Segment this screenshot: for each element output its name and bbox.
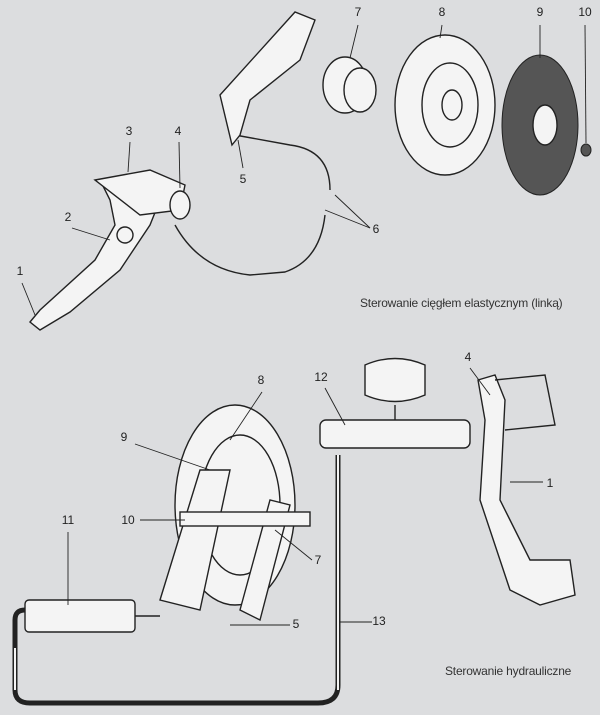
- label-2-top: 2: [64, 210, 72, 224]
- label-5-bottom: 5: [292, 617, 300, 631]
- label-5-top: 5: [239, 172, 247, 186]
- caption-hydraulic-control: Sterowanie hydrauliczne: [445, 664, 572, 678]
- clutch-disc: [501, 54, 579, 196]
- label-8-bottom: 8: [257, 373, 265, 387]
- label-7-top: 7: [354, 5, 362, 19]
- label-4-top: 4: [174, 124, 182, 138]
- label-1-bottom: 1: [546, 476, 554, 490]
- release-bearing: [322, 56, 377, 114]
- label-7-bottom: 7: [314, 553, 322, 567]
- label-3-top: 3: [125, 124, 133, 138]
- release-fork: [219, 11, 316, 147]
- label-11-bottom: 11: [61, 513, 75, 527]
- hydraulic-clutch-assembly: [159, 404, 311, 622]
- label-8-top: 8: [438, 5, 446, 19]
- label-9-bottom: 9: [120, 430, 128, 444]
- label-12-bottom: 12: [314, 370, 328, 384]
- label-1-top: 1: [16, 264, 24, 278]
- caption-cable-control: Sterowanie cięgłem elastycznym (linką): [360, 296, 563, 310]
- pressure-plate: [394, 34, 496, 176]
- label-13-bottom: 13: [372, 614, 386, 628]
- clutch-cable: [174, 214, 326, 276]
- pedal-assembly-cable: [29, 169, 191, 331]
- label-4-bottom: 4: [464, 350, 472, 364]
- hydraulic-line: [12, 455, 341, 706]
- bolt-part: [580, 143, 592, 157]
- label-10-top: 10: [578, 5, 592, 19]
- slave-cylinder: [24, 599, 160, 633]
- label-9-top: 9: [536, 5, 544, 19]
- master-cylinder: [319, 357, 471, 449]
- label-10-bottom: 10: [121, 513, 135, 527]
- hydraulic-pedal: [477, 374, 576, 606]
- label-6-top: 6: [372, 222, 380, 236]
